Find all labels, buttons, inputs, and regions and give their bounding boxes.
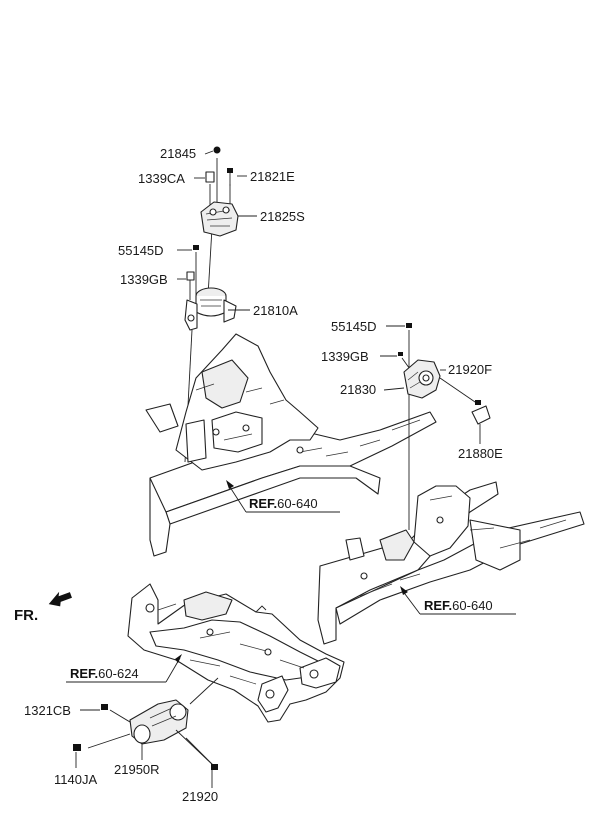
label-21920f: 21920F bbox=[448, 362, 492, 377]
ref-leader-left bbox=[226, 480, 340, 513]
ref-leader-subframe bbox=[66, 654, 182, 683]
assembly-line-upper bbox=[207, 227, 213, 297]
bracket-21825s bbox=[200, 201, 239, 237]
label-1339gb-left: 1339GB bbox=[120, 272, 168, 287]
label-1140ja: 1140JA bbox=[54, 772, 97, 787]
front-direction-label: FR. bbox=[14, 607, 38, 624]
side-member-left bbox=[145, 333, 437, 557]
ref-leader-right bbox=[400, 586, 516, 615]
bolt-21920 bbox=[175, 729, 218, 770]
label-1321cb: 1321CB bbox=[24, 703, 71, 718]
bolt-55145d-left bbox=[193, 245, 199, 250]
ref-label-right: REF.60-640 bbox=[424, 598, 493, 613]
nut-1321cb bbox=[101, 704, 108, 710]
ref-label-subframe-number: 60-624 bbox=[98, 666, 138, 681]
label-21845: 21845 bbox=[160, 146, 196, 161]
washer-1339ca bbox=[205, 171, 215, 183]
label-1339ca: 1339CA bbox=[138, 171, 185, 186]
assembly-line-subframe bbox=[189, 677, 219, 705]
bolt-21920f bbox=[439, 377, 481, 405]
mount-21810a bbox=[184, 287, 237, 331]
bolt-21821e bbox=[227, 168, 233, 186]
front-direction-arrow bbox=[48, 591, 72, 607]
side-member-right bbox=[317, 481, 585, 645]
ref-label-subframe-prefix: REF. bbox=[70, 666, 98, 681]
ref-label-left-number: 60-640 bbox=[277, 496, 317, 511]
bolt-1140ja bbox=[73, 744, 81, 751]
label-21950r: 21950R bbox=[114, 762, 160, 777]
assembly-line-1140ja bbox=[87, 733, 131, 749]
nut-21845 bbox=[213, 146, 221, 154]
washer-1339gb-right bbox=[398, 352, 403, 356]
sub-frame bbox=[127, 583, 345, 723]
roll-rod-21950r bbox=[129, 699, 189, 745]
label-21821e: 21821E bbox=[250, 169, 295, 184]
washer-1339gb-left bbox=[186, 271, 195, 281]
bracket-21880e bbox=[471, 405, 491, 425]
leader-21830 bbox=[383, 387, 405, 391]
bracket-21830 bbox=[403, 359, 441, 399]
label-21830: 21830 bbox=[340, 382, 376, 397]
label-21825s: 21825S bbox=[260, 209, 305, 224]
bolt-55145d-right bbox=[406, 323, 412, 328]
ref-label-left: REF.60-640 bbox=[249, 496, 318, 511]
leader-21845 bbox=[204, 150, 214, 155]
label-55145d-right: 55145D bbox=[331, 319, 377, 334]
ref-label-right-number: 60-640 bbox=[452, 598, 492, 613]
ref-label-right-prefix: REF. bbox=[424, 598, 452, 613]
label-55145d-left: 55145D bbox=[118, 243, 164, 258]
label-21920: 21920 bbox=[182, 789, 218, 804]
ref-label-left-prefix: REF. bbox=[249, 496, 277, 511]
label-1339gb-right: 1339GB bbox=[321, 349, 369, 364]
ref-label-subframe: REF.60-624 bbox=[70, 666, 139, 681]
label-21880e: 21880E bbox=[458, 446, 503, 461]
label-21810a: 21810A bbox=[253, 303, 298, 318]
